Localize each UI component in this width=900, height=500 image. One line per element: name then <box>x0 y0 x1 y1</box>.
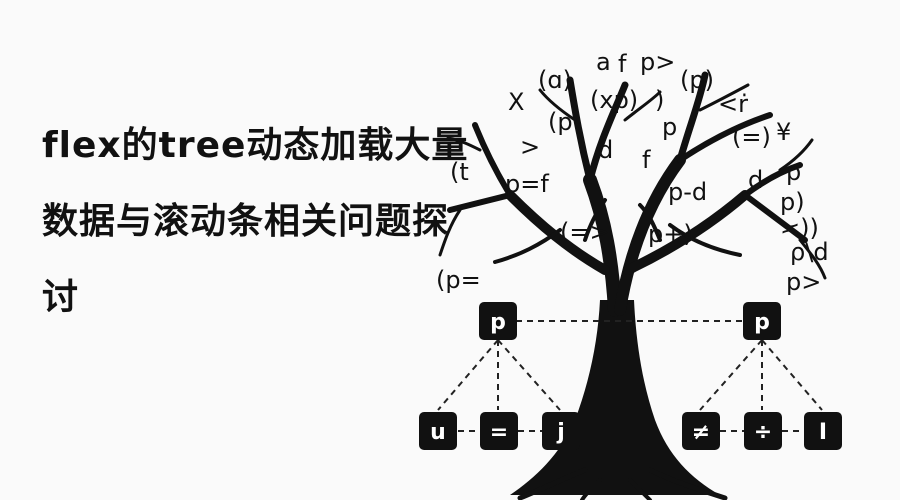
leaf-symbol: > <box>520 133 540 161</box>
left-root-node: p <box>479 302 517 340</box>
leaf-symbol: X <box>508 88 524 116</box>
title-line-1: flex的tree动态加载大量 <box>42 125 469 166</box>
svg-text:p: p <box>490 310 506 335</box>
leaf-symbol: (=) <box>732 123 771 151</box>
tree-trunk <box>510 300 728 500</box>
leaf-symbol: ≍)) <box>780 214 819 242</box>
leaf-symbols: (ɑ) a f p> (p) (xp) ) X (p <ṙ p (=) ¥ > … <box>436 48 829 296</box>
leaf-symbol: p <box>662 113 677 141</box>
leaf-symbol: (t <box>450 158 469 186</box>
leaf-symbol: (p= <box>436 266 481 294</box>
svg-text:j: j <box>556 420 565 445</box>
svg-text:I: I <box>819 420 827 445</box>
title-line-2: 数据与滚动条相关问题探 <box>42 201 450 242</box>
leaf-symbol: (p) <box>680 66 714 94</box>
title-line-3: 讨 <box>42 277 80 318</box>
right-root-node: p <box>743 302 781 340</box>
leaf-symbol: (xp) <box>590 86 638 114</box>
leaf-symbol: f <box>642 146 651 174</box>
tree-branches <box>438 71 827 317</box>
leaf-symbol: p <box>786 158 801 186</box>
svg-text:≠: ≠ <box>692 420 710 445</box>
node-connectors <box>437 320 823 432</box>
leaf-symbol: p> <box>640 48 675 76</box>
leaf-symbol: f <box>618 50 627 78</box>
leaf-symbol: d <box>598 136 613 164</box>
left-child-node: j <box>542 412 580 450</box>
svg-text:=: = <box>490 420 508 445</box>
leaf-symbol: p=f <box>505 170 549 198</box>
leaf-symbol: ) <box>655 86 664 114</box>
leaf-symbol: d <box>748 166 763 194</box>
left-child-node: u <box>419 412 457 450</box>
leaf-symbol: p+) <box>648 220 693 248</box>
leaf-symbol: ¥ <box>776 118 791 146</box>
leaf-symbol: (ɑ) <box>538 66 572 94</box>
right-child-node: ≠ <box>682 412 720 450</box>
leaf-symbol: ρ\d <box>790 238 829 266</box>
right-child-node: I <box>804 412 842 450</box>
left-child-node: = <box>480 412 518 450</box>
leaf-symbol: p-d <box>668 178 707 206</box>
leaf-symbol: a <box>596 48 611 76</box>
leaf-symbol: <ṙ <box>718 90 748 118</box>
right-child-node: ÷ <box>744 412 782 450</box>
svg-text:p: p <box>754 310 770 335</box>
leaf-symbol: (=> <box>560 218 610 246</box>
leaf-symbol: p) <box>780 188 805 216</box>
svg-text:u: u <box>430 420 446 445</box>
svg-text:÷: ÷ <box>754 420 772 445</box>
leaf-symbol: (p <box>548 108 573 136</box>
leaf-symbol: p> <box>786 268 821 296</box>
page-title: flex的tree动态加载大量 数据与滚动条相关问题探 讨 <box>42 108 522 336</box>
